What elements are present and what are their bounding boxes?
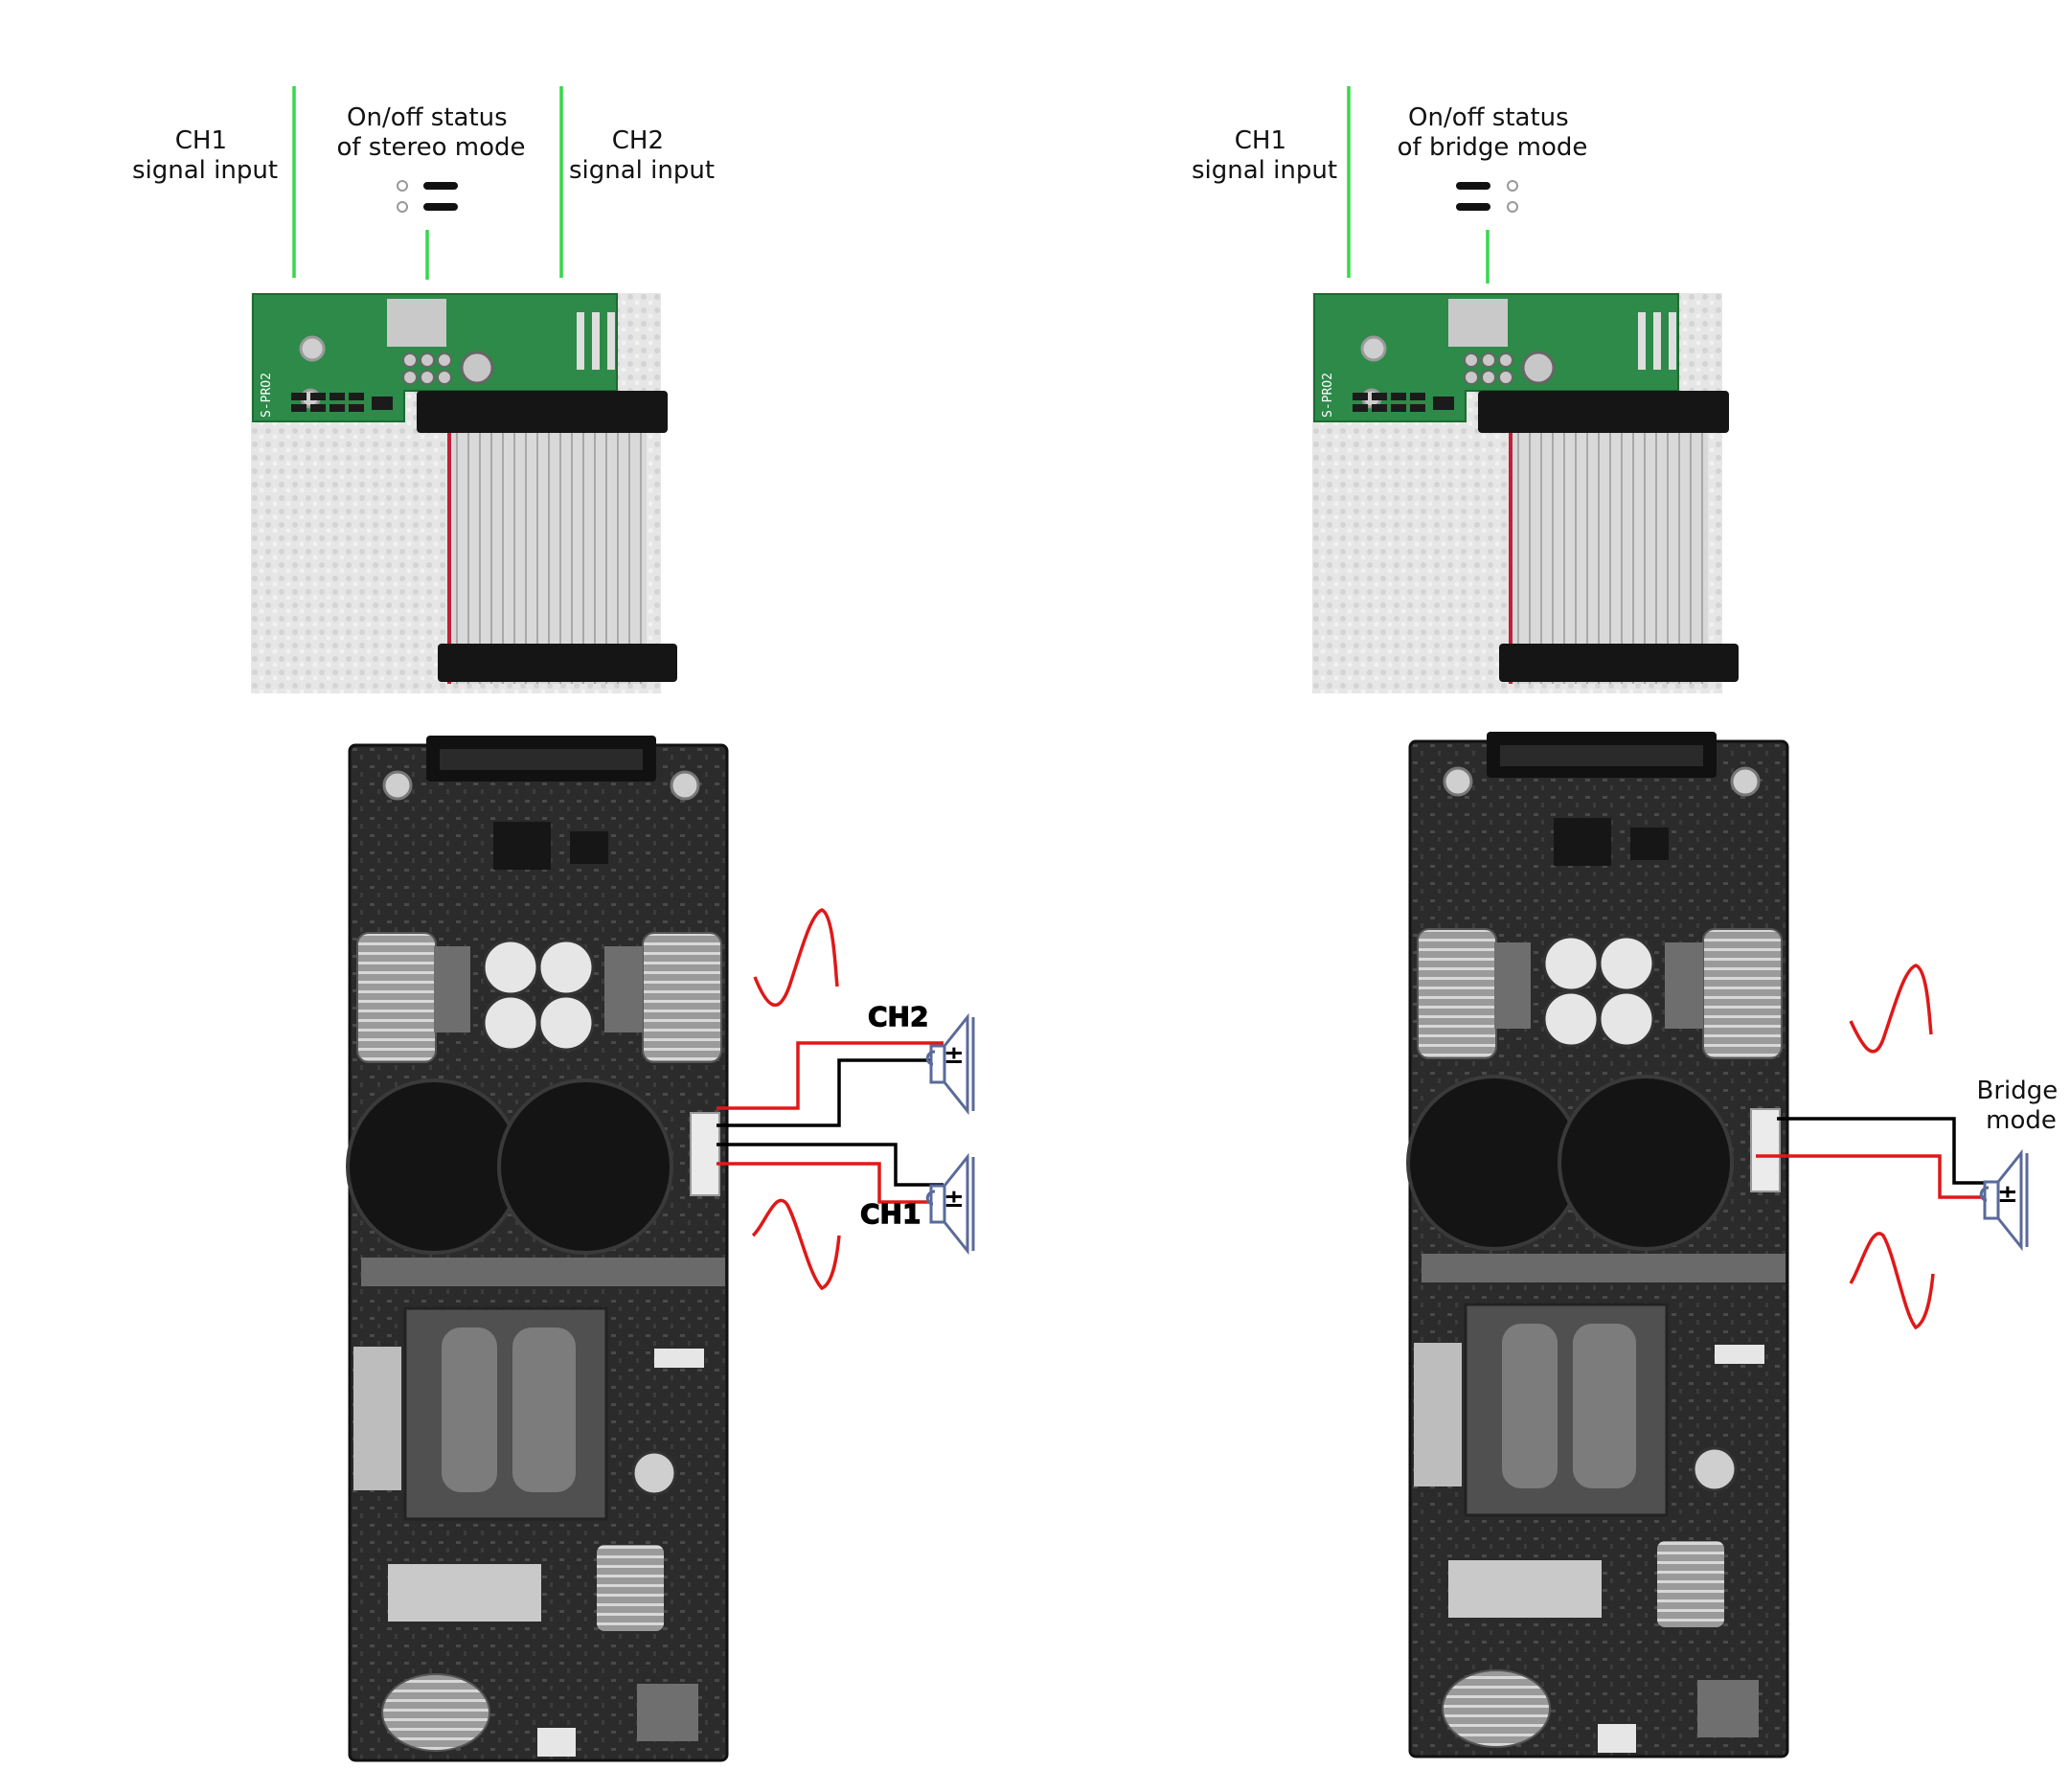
- bridge-amplifier-board: [1406, 730, 1789, 1758]
- ch2-speaker-label: CH2: [868, 1001, 928, 1032]
- ch1-signal-input-label: CH1 signal input: [132, 126, 278, 185]
- bridge-ch1-signal-input-label: CH1 signal input: [1192, 126, 1337, 185]
- bridge-mode-panel: CH1 signal input On/off status of bridge…: [1192, 86, 2065, 1758]
- bridge-ch1-label-line2: signal input: [1192, 156, 1337, 185]
- bridge-upper-sine-wave-icon: [1849, 964, 1933, 1054]
- status-label-line1: On/off status: [347, 103, 508, 132]
- ch2-sine-wave-icon: [753, 908, 839, 1008]
- bridge-mode-label: Bridge mode: [1976, 1077, 2065, 1135]
- ch2-positive-wire: [717, 1041, 944, 1110]
- bridge-ch1-label-line1: CH1: [1235, 126, 1286, 155]
- ch2-negative-wire: [717, 1058, 944, 1127]
- bridge-status-line2: of bridge mode: [1398, 133, 1588, 162]
- ch1-label-line1: CH1: [175, 126, 227, 155]
- bridge-positive-wire: [1756, 1154, 1994, 1199]
- ch1-positive-wire: [717, 1162, 944, 1204]
- ch1-negative-wire: [717, 1143, 944, 1187]
- ch2-polarity-sign: ±: [944, 1041, 965, 1070]
- stereo-jumper-icon: [397, 180, 458, 213]
- bridge-polarity-sign: ±: [1997, 1180, 2018, 1209]
- ch1-label-line2: signal input: [132, 156, 278, 185]
- bridge-status-label: On/off status of bridge mode: [1398, 103, 1588, 162]
- ch2-label-line1: CH2: [612, 126, 664, 155]
- bridge-output-wires: [1756, 1117, 1994, 1199]
- stereo-output-wires: [717, 1041, 944, 1204]
- ch2-label-line2: signal input: [569, 156, 715, 185]
- bridge-input-board: [1310, 291, 1740, 695]
- bridge-label-line2: mode: [1986, 1106, 2057, 1135]
- ch1-sine-wave-icon: [751, 1198, 841, 1291]
- stereo-status-label: On/off status of stereo mode: [336, 103, 525, 162]
- stereo-amplifier-board: [346, 734, 729, 1762]
- status-label-line2: of stereo mode: [336, 133, 525, 162]
- stereo-mode-panel: CH1 signal input On/off status of stereo…: [132, 86, 975, 1762]
- bridge-lower-sine-wave-icon: [1849, 1232, 1935, 1330]
- bridge-jumper-icon: [1456, 180, 1518, 213]
- ch1-polarity-sign: ±: [944, 1185, 965, 1214]
- bridge-label-line1: Bridge: [1976, 1077, 2058, 1105]
- stereo-input-board: [249, 291, 679, 695]
- bridge-negative-wire: [1777, 1117, 1994, 1185]
- ch1-speaker-label: CH1: [860, 1198, 921, 1230]
- bridge-status-line1: On/off status: [1408, 103, 1569, 132]
- ch2-signal-input-label: CH2 signal input: [569, 126, 715, 185]
